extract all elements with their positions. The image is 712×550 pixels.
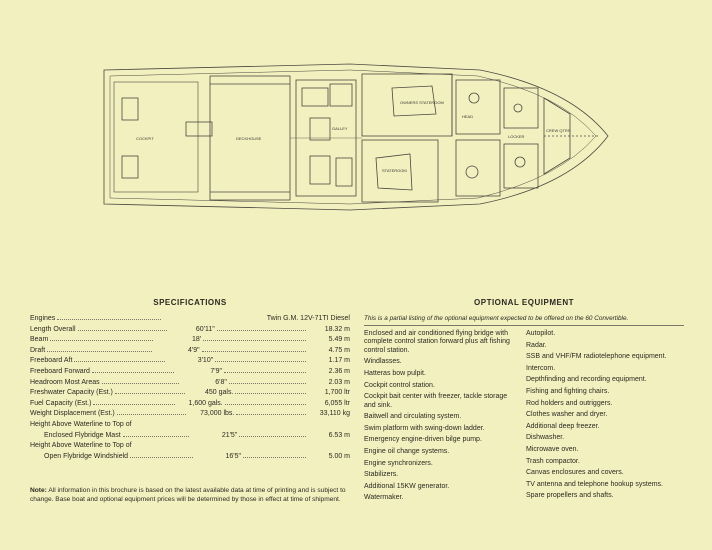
spec-row: Freeboard Forward 7'9" 2.36 m [30, 367, 351, 375]
spec-row: Enclosed Flybridge Mast 21'5" 6.53 m [44, 431, 350, 439]
spec-row: Draft 4'9" 4.75 m [30, 346, 351, 354]
spec-row: Weight Displacement (Est.) 73,000 lbs. 3… [30, 410, 350, 418]
specifications-title: SPECIFICATIONS [153, 298, 227, 307]
list-item: Emergency engine-driven bilge pump. [364, 436, 482, 444]
list-item: Autopilot. [526, 330, 556, 337]
list-item: Swim platform with swing-down ladder. [364, 424, 485, 432]
note-text: All information in this brochure is base… [30, 487, 346, 503]
list-item: Canvas enclosures and covers. [526, 469, 624, 477]
list-item: Engine oil change systems. [364, 447, 450, 455]
disclaimer-note: Note: All information in this brochure i… [30, 487, 350, 504]
list-item: Baitwell and circulating system. [364, 413, 462, 421]
optional-equipment-title: OPTIONAL EQUIPMENT [474, 298, 574, 307]
list-item: Cockpit bait center with freezer, tackle… [364, 393, 508, 409]
list-item: Intercom. [526, 364, 556, 372]
optional-equipment-section: OPTIONAL EQUIPMENT This is a partial lis… [364, 298, 684, 506]
label-stateroom: STATEROOM [382, 168, 407, 173]
note-label: Note: [30, 487, 47, 494]
list-item: Rod holders and outriggers. [526, 399, 613, 407]
list-item: Radar. [526, 341, 547, 349]
spec-row: Headroom Most Areas 6'8" 2.03 m [30, 378, 350, 386]
spec-row: Freshwater Capacity (Est.) 450 gals. 1,7… [30, 389, 351, 397]
label-galley: GALLEY [332, 126, 348, 131]
list-item: Cockpit control station. [364, 381, 435, 389]
label-locker: LOCKER [508, 134, 525, 139]
label-crew-quarters: CREW QTRS [546, 128, 571, 133]
list-item: Clothes washer and dryer. [526, 411, 608, 419]
list-item: Depthfinding and recording equipment. [526, 376, 647, 384]
list-item: Trash compactor. [526, 457, 580, 465]
list-item: Windlasses. [364, 358, 402, 366]
list-item: Dishwasher. [526, 434, 565, 442]
spec-row-engines: Engines Twin G.M. 12V-71TI Diesel [30, 315, 350, 322]
list-item: Engine synchronizers. [364, 459, 433, 467]
optional-right-column: Autopilot. Radar. SSB and VHF/FM radiote… [526, 330, 684, 506]
deck-plan-drawing: COCKPIT DECKHOUSE GALLEY OWNERS STATEROO… [103, 63, 609, 211]
list-item: Spare propellers and shafts. [526, 492, 614, 500]
list-item: Additional 15KW generator. [364, 482, 450, 490]
label-owners-stateroom: OWNERS STATEROOM [400, 100, 444, 105]
specifications-section: SPECIFICATIONS Engines Twin G.M. 12V-71T… [30, 298, 350, 463]
list-item: Stabilizers. [364, 471, 399, 479]
spec-row: Open Flybridge Windshield 16'5" 5.00 m [44, 452, 351, 460]
spec-row: Freeboard Aft 3'10" 1.17 m [30, 357, 351, 365]
spec-row: Beam 18' 5.49 m [30, 336, 351, 344]
spec-row: Length Overall 60'11" 18.32 m [30, 325, 350, 333]
label-cockpit: COCKPIT [136, 136, 154, 141]
spec-row-heading: Height Above Waterline to Top of [30, 442, 132, 450]
list-item: Fishing and fighting chairs. [526, 387, 610, 395]
optional-equipment-intro: This is a partial listing of the optiona… [364, 315, 684, 326]
list-item: Hatteras bow pulpit. [364, 370, 426, 377]
spec-row-heading: Height Above Waterline to Top of [30, 420, 132, 428]
spec-row: Fuel Capacity (Est.) 1,600 gals. 6,055 l… [30, 399, 350, 407]
list-item: SSB and VHF/FM radiotelephone equipment. [526, 353, 667, 361]
label-deckhouse: DECKHOUSE [236, 136, 262, 141]
list-item: Watermaker. [364, 494, 404, 502]
optional-left-column: Enclosed and air conditioned flying brid… [364, 330, 516, 506]
list-item: Microwave oven. [526, 445, 579, 453]
list-item: TV antenna and telephone hookup systems. [526, 480, 663, 488]
list-item: Additional deep freezer. [526, 422, 600, 430]
label-head: HEAD [462, 114, 473, 119]
list-item: Enclosed and air conditioned flying brid… [364, 330, 510, 354]
